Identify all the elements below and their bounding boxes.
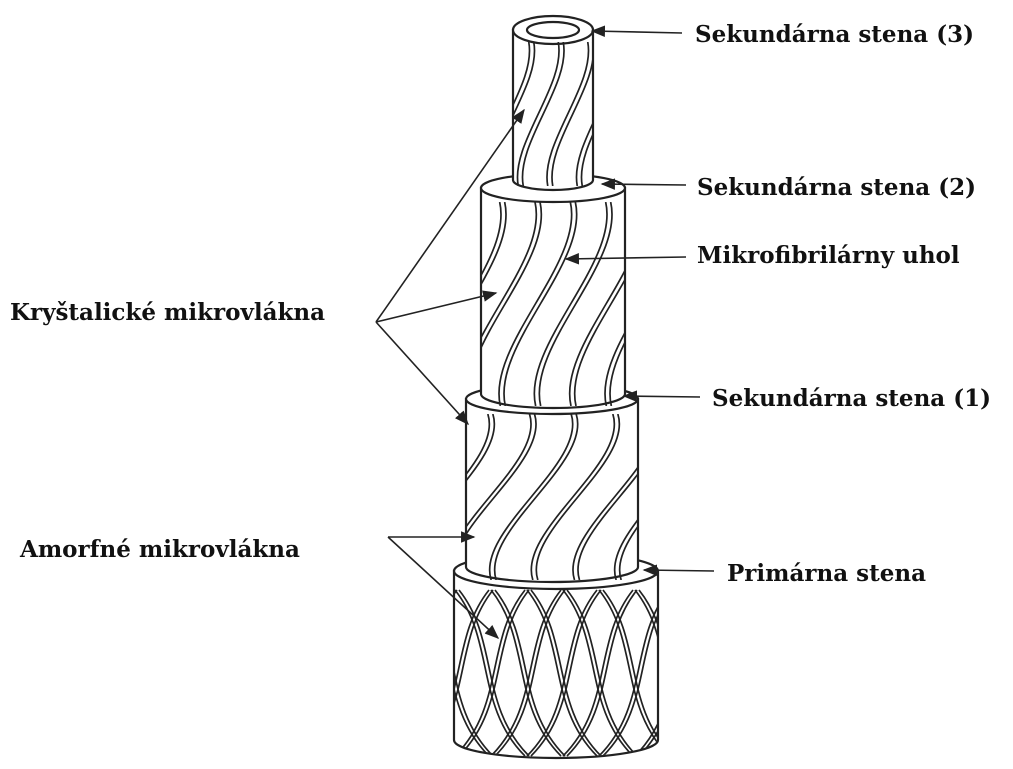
leader-primary-wall xyxy=(644,570,714,571)
amorphous-fiber xyxy=(671,590,741,756)
amorphous-fiber xyxy=(351,590,421,756)
label-secondary-wall-1: Sekundárna stena (1) xyxy=(712,385,991,412)
primary-wall-layer xyxy=(347,553,781,758)
secondary-wall-1-layer xyxy=(406,384,702,582)
label-secondary-wall-3: Sekundárna stena (3) xyxy=(695,21,974,48)
label-microfibril-angle: Mikrofibrilárny uhol xyxy=(697,242,960,269)
amorphous-fiber xyxy=(387,590,457,756)
amorphous-fiber xyxy=(707,590,777,756)
amorphous-fiber xyxy=(711,590,781,756)
amorphous-fiber xyxy=(675,590,745,756)
secondary-wall-3-layer xyxy=(488,16,623,190)
amorphous-fiber xyxy=(707,590,777,756)
secondary-wall-2-layer xyxy=(428,174,682,408)
label-amorphous-microfibrils: Amorfné mikrovlákna xyxy=(19,536,300,563)
leader-secondary-wall-3 xyxy=(592,31,682,33)
amorphous-fiber xyxy=(671,590,741,756)
amorphous-fiber xyxy=(347,590,417,756)
amorphous-fiber xyxy=(383,590,453,756)
leader-secondary-wall-1 xyxy=(624,396,700,397)
label-primary-wall: Primárna stena xyxy=(727,560,926,587)
label-secondary-wall-2: Sekundárna stena (2) xyxy=(697,174,976,201)
amorphous-fiber xyxy=(347,590,417,756)
leader-secondary-wall-2 xyxy=(602,184,686,185)
amorphous-fiber xyxy=(675,590,745,756)
amorphous-fiber xyxy=(351,590,421,756)
amorphous-fiber xyxy=(383,590,453,756)
amorphous-fiber xyxy=(387,590,457,756)
leader-crystalline-to-s1 xyxy=(376,322,468,424)
label-crystalline-microfibrils: Kryštalické mikrovlákna xyxy=(10,299,325,326)
amorphous-fiber xyxy=(711,590,781,756)
